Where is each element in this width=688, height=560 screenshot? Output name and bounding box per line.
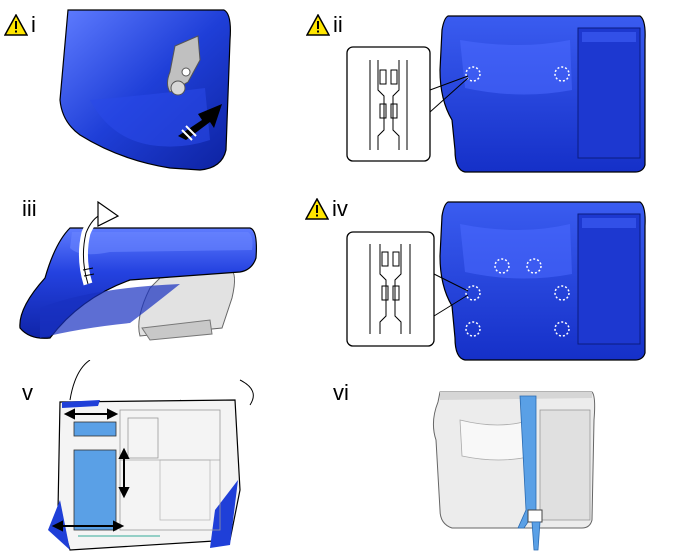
- cover-underside-ii: [346, 15, 646, 173]
- warning-triangle-icon: [4, 14, 28, 36]
- step-label-v: v: [22, 380, 33, 405]
- clip-marker: [554, 285, 570, 301]
- clip-marker: [526, 258, 542, 274]
- step-v-panel: v: [0, 360, 290, 560]
- step-label-vi: vi: [333, 380, 349, 405]
- clip-marker: [554, 321, 570, 337]
- step-iv-panel: iv: [300, 188, 688, 363]
- clip-marker: [494, 258, 510, 274]
- step-label-iii: iii: [22, 196, 37, 221]
- step-label-i: i: [31, 12, 36, 37]
- unit-with-strap-vi: [432, 391, 596, 551]
- step-iii-panel: iii: [0, 188, 280, 358]
- clip-detail-inset: [346, 231, 435, 347]
- clip-marker: [554, 66, 570, 82]
- cover-illustration-iii: [19, 227, 257, 341]
- step-label-iv: iv: [332, 196, 348, 221]
- warning-triangle-icon: [305, 198, 329, 220]
- cover-illustration-i: [59, 9, 231, 171]
- step-i-panel: i: [0, 0, 240, 185]
- rotate-arrow-icon: [78, 200, 120, 286]
- clip-marker: [465, 285, 481, 301]
- clip-marker: [465, 321, 481, 337]
- step-vi-panel: vi: [300, 360, 688, 560]
- push-arrow-icon: [178, 104, 222, 141]
- step-ii-panel: ii: [300, 0, 688, 185]
- warning-triangle-icon: [306, 14, 330, 36]
- clip-marker: [465, 66, 481, 82]
- cover-underside-iv: [346, 201, 646, 361]
- step-label-ii: ii: [333, 12, 343, 37]
- interior-illustration-v: [48, 360, 254, 551]
- clip-detail-inset: [346, 46, 431, 162]
